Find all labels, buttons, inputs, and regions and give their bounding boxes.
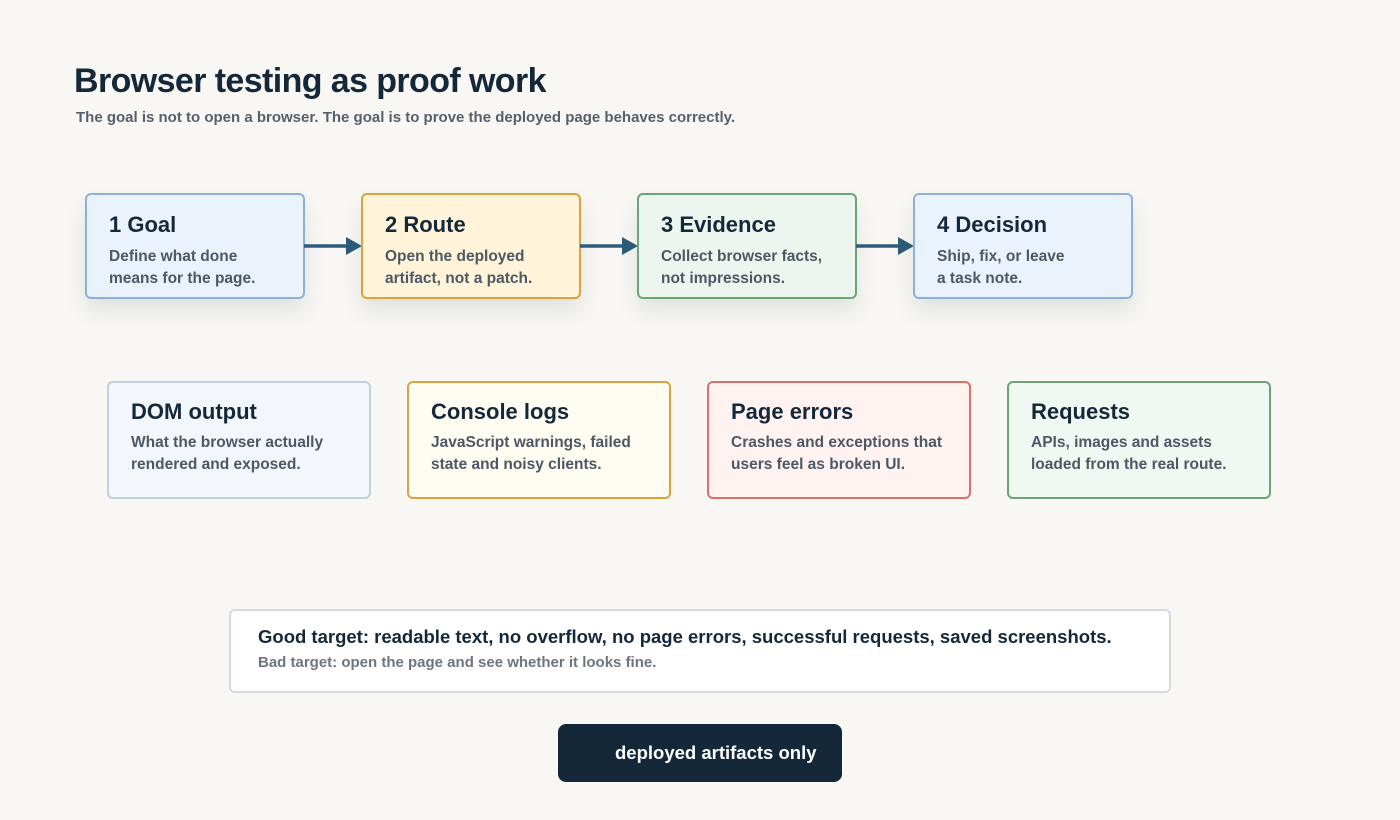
- card-title: Console logs: [431, 399, 570, 424]
- step-title: 3 Evidence: [661, 212, 776, 237]
- step-route: 2 Route Open the deployed artifact, not …: [361, 193, 581, 299]
- step-description-line: a task note.: [937, 270, 1023, 287]
- step-description: Collect browser facts, not impressions.: [661, 246, 835, 290]
- step-description: Define what done means for the page.: [109, 246, 283, 290]
- step-description-line: Collect browser facts,: [661, 248, 823, 265]
- evidence-card-console-logs: Console logs JavaScript warnings, failed…: [407, 381, 671, 499]
- card-title: Requests: [1031, 399, 1131, 424]
- arrow-right-icon: [304, 237, 362, 255]
- evidence-card-dom-output: DOM output What the browser actually ren…: [107, 381, 371, 499]
- card-description-line: APIs, images and assets: [1031, 434, 1212, 451]
- step-description-line: not impressions.: [661, 270, 786, 287]
- card-description-line: rendered and exposed.: [131, 456, 301, 473]
- step-description-line: Ship, fix, or leave: [937, 248, 1065, 265]
- step-title: 1 Goal: [109, 212, 177, 237]
- page-subtitle: The goal is not to open a browser. The g…: [76, 109, 736, 126]
- target-callout: Good target: readable text, no overflow,…: [229, 609, 1171, 693]
- card-description-line: What the browser actually: [131, 434, 324, 451]
- card-description: Crashes and exceptions that users feel a…: [731, 432, 949, 476]
- step-description-line: means for the page.: [109, 270, 256, 287]
- deployed-artifacts-badge: deployed artifacts only: [558, 724, 842, 782]
- step-evidence: 3 Evidence Collect browser facts, not im…: [637, 193, 857, 299]
- step-description-line: Open the deployed: [385, 248, 525, 265]
- card-description: JavaScript warnings, failed state and no…: [431, 432, 649, 476]
- bad-target-text: Bad target: open the page and see whethe…: [258, 654, 657, 671]
- card-description: What the browser actually rendered and e…: [131, 432, 349, 476]
- step-description: Open the deployed artifact, not a patch.: [385, 246, 559, 290]
- card-title: DOM output: [131, 399, 257, 424]
- card-description-line: users feel as broken UI.: [731, 456, 906, 473]
- card-description-line: JavaScript warnings, failed: [431, 434, 631, 451]
- step-description-line: artifact, not a patch.: [385, 270, 533, 287]
- arrow-right-icon: [580, 237, 638, 255]
- card-description-line: loaded from the real route.: [1031, 456, 1227, 473]
- step-title: 2 Route: [385, 212, 466, 237]
- page-title: Browser testing as proof work: [74, 62, 547, 100]
- step-goal: 1 Goal Define what done means for the pa…: [85, 193, 305, 299]
- card-description-line: Crashes and exceptions that: [731, 434, 943, 451]
- step-description: Ship, fix, or leave a task note.: [937, 246, 1111, 290]
- step-decision: 4 Decision Ship, fix, or leave a task no…: [913, 193, 1133, 299]
- good-target-text: Good target: readable text, no overflow,…: [258, 626, 1112, 647]
- arrow-right-icon: [856, 237, 914, 255]
- step-description-line: Define what done: [109, 248, 238, 265]
- card-description-line: state and noisy clients.: [431, 456, 602, 473]
- evidence-card-page-errors: Page errors Crashes and exceptions that …: [707, 381, 971, 499]
- card-description: APIs, images and assets loaded from the …: [1031, 432, 1249, 476]
- evidence-card-requests: Requests APIs, images and assets loaded …: [1007, 381, 1271, 499]
- step-title: 4 Decision: [937, 212, 1048, 237]
- card-title: Page errors: [731, 399, 854, 424]
